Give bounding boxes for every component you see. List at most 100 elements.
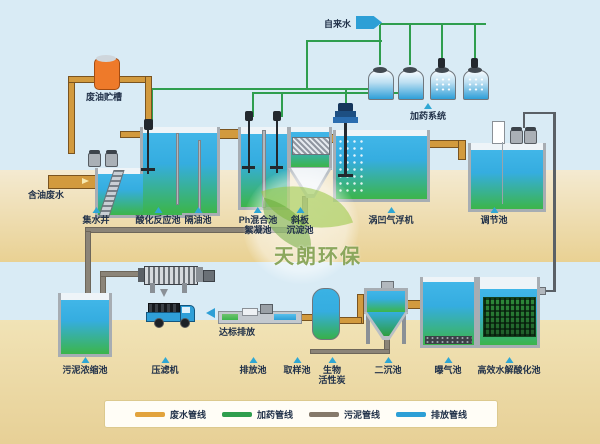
filter-press-motor [203, 270, 215, 282]
legend-label: 废水管线 [169, 409, 206, 420]
label-tap-water: 自来水 [324, 19, 352, 29]
legend-swatch-dosing [221, 411, 252, 417]
transfer-pipe-segment [523, 112, 555, 114]
label-sampling-tank: 取样池 [283, 357, 311, 375]
sampling-pump-box [260, 304, 273, 314]
dosing-tank-cap [468, 67, 482, 73]
channel-platform [242, 308, 258, 316]
pump [510, 127, 523, 144]
wastewater-pipe-segment [458, 140, 466, 160]
legend-label: 污泥管线 [344, 409, 381, 420]
air-diffuser [425, 336, 472, 344]
pipe-legend: 废水管线 加药管线 污泥管线 排放管线 [104, 400, 498, 428]
sampling-tank-water [274, 314, 296, 320]
cake-drop-arrow-icon [160, 289, 168, 297]
mixer-impeller [141, 168, 155, 171]
aeration-bubbles [337, 138, 363, 196]
dosing-pipe-segment [474, 25, 476, 61]
label-bio-carbon: 生物活性炭 [318, 357, 346, 385]
aerator-base [333, 117, 358, 123]
dosing-pipe-segment [306, 40, 308, 88]
location-marker-icon [423, 103, 432, 109]
mixer-motor [245, 111, 253, 121]
secondary-sedimentation-water [367, 291, 405, 312]
label-caf-machine: 涡凹气浮机 [368, 207, 414, 225]
label-collecting-well: 集水井 [82, 207, 110, 225]
sludge-thickener-water [61, 300, 109, 354]
level-sensor-box [492, 121, 505, 144]
mixer-impeller [270, 166, 283, 169]
aerator-shaft [344, 123, 347, 177]
baffle [176, 133, 179, 205]
label-discharge-tank: 排放池 [239, 357, 267, 375]
label-waste-oil-tank: 废油贮槽 [86, 92, 123, 102]
dosing-pipe-segment [409, 25, 411, 65]
waste-oil-tank-lid [96, 55, 116, 62]
mixer-shaft [147, 130, 149, 174]
label-acidification-tank: 酸化反应池 [135, 207, 181, 225]
location-marker-icon [193, 207, 202, 213]
dosing-pipe-segment [252, 93, 254, 117]
cell-divider [262, 130, 266, 208]
legend-swatch-sludge [309, 411, 339, 417]
dosing-pipe-segment [306, 40, 382, 42]
outfall-arrow-icon [206, 308, 215, 318]
label-inclined-plate-tank: 斜板沉淀池 [286, 207, 314, 235]
sludge-pipe-segment [310, 349, 390, 354]
aerator-body [335, 111, 356, 118]
aerator-impeller [338, 174, 353, 177]
dosing-pipe-segment [441, 25, 443, 61]
location-marker-icon [443, 357, 452, 363]
filter-press-end-plate [138, 268, 144, 282]
label-standard-discharge: 达标排放 [219, 327, 256, 337]
truck-window [182, 307, 190, 313]
location-marker-icon [253, 207, 262, 213]
label-oily-wastewater: 含油废水 [28, 190, 65, 200]
dosing-tank-vents [467, 77, 483, 91]
dosing-pipe-segment [380, 23, 486, 25]
agitator-motor [438, 58, 445, 68]
transfer-pipe-segment [553, 112, 556, 292]
legend-item-wastewater: 废水管线 [134, 408, 206, 421]
pump [524, 127, 537, 144]
filter-press-leg [182, 283, 187, 293]
dosing-pipe-segment [379, 25, 381, 65]
tap-water-arrow-icon [356, 16, 382, 29]
label-aeration-tank: 曝气池 [434, 357, 462, 375]
location-marker-icon [292, 357, 301, 363]
dosing-pipe-segment [150, 88, 380, 90]
legend-swatch-wastewater [134, 411, 165, 417]
label-hydrolysis-tank: 高效水解酸化池 [477, 357, 541, 375]
legend-label: 排放管线 [431, 409, 468, 420]
dosing-tank [398, 70, 424, 100]
aerator-motor [338, 103, 353, 112]
aeration-tank-water [423, 282, 474, 345]
agitator-motor [471, 58, 478, 68]
level-sensor-probe [502, 142, 503, 204]
inlet-arrow-icon [82, 178, 89, 184]
location-marker-icon [386, 207, 395, 213]
truck-wheel [154, 318, 164, 328]
location-marker-icon [504, 357, 513, 363]
acidification-basin-water [143, 133, 217, 213]
location-marker-icon [153, 207, 162, 213]
mixer-shaft [248, 121, 250, 173]
dosing-tank-cap [435, 67, 449, 73]
filter-press-leg [150, 283, 155, 293]
legend-item-discharge: 排放管线 [396, 408, 467, 421]
dosing-pipe-segment [345, 88, 347, 116]
dosing-pipe-segment [281, 93, 283, 117]
dosing-tank-cap [403, 67, 417, 73]
wastewater-pipe-segment [68, 80, 75, 154]
inclined-plate-pack [292, 137, 330, 155]
legend-item-dosing: 加药管线 [221, 408, 293, 421]
mixer-shaft [276, 121, 278, 173]
dosing-tank-cap [373, 67, 387, 73]
location-marker-icon [80, 357, 89, 363]
location-marker-icon [489, 207, 498, 213]
dosing-tank [368, 70, 394, 100]
pump [105, 150, 118, 167]
waste-oil-tank [94, 58, 120, 90]
location-marker-icon [91, 207, 100, 213]
